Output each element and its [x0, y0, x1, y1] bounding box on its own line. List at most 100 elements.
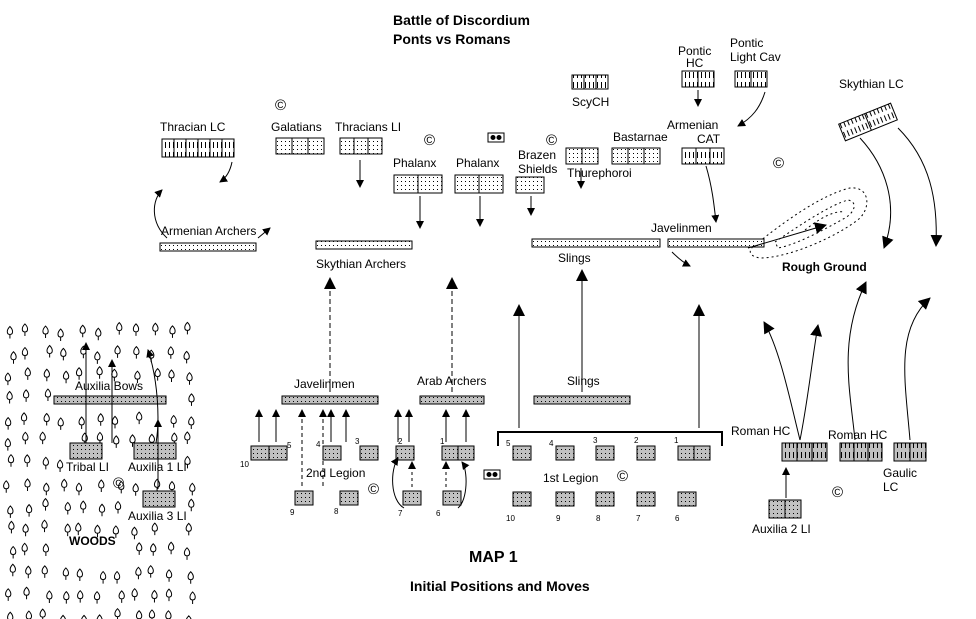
title-line-2: Ponts vs Romans: [393, 31, 511, 47]
label-auxilia-bows: Auxilia Bows: [75, 379, 144, 393]
label-first-legion: 1st Legion: [543, 471, 599, 485]
unit-armenian-cat: [681, 147, 725, 165]
cohort-number: 8: [334, 507, 339, 516]
label-skythian-lc: Skythian LC: [839, 77, 904, 91]
general-marker: ©: [368, 481, 380, 498]
label-roman-slings: Slings: [567, 374, 600, 388]
unit-tribal-li: [69, 442, 103, 460]
tree-icon: [113, 435, 120, 448]
label-shields: Shields: [518, 162, 558, 176]
tree-icon: [93, 590, 101, 604]
tree-icon: [153, 478, 161, 492]
cohort-number: 4: [316, 440, 321, 449]
first-legion-units: [497, 431, 723, 507]
tree-icon: [98, 479, 105, 492]
tree-icon: [43, 368, 50, 382]
general-marker: ©: [617, 468, 629, 485]
tree-icon: [39, 608, 46, 619]
tree-icon: [80, 345, 87, 359]
map-number: MAP 1: [469, 549, 518, 566]
label-thracians-li: Thracians LI: [335, 120, 402, 134]
tree-icon: [165, 569, 173, 582]
tree-icon: [188, 416, 195, 429]
tree-icon: [22, 431, 29, 445]
tree-icon: [7, 453, 15, 467]
tree-icon: [113, 570, 121, 584]
unit-auxilia-bows: [53, 395, 167, 405]
roman-units: [53, 395, 927, 519]
label-brazen: Brazen: [518, 148, 557, 162]
cohort-number: 6: [436, 509, 441, 518]
tree-icon: [10, 351, 17, 364]
tree-icon: [63, 590, 70, 604]
unit-scych: [571, 74, 609, 90]
label-pontic-slings: Slings: [558, 251, 591, 265]
unit-roman-hc-2: [839, 442, 883, 462]
tree-icon: [118, 590, 125, 603]
cohort-number: 2: [398, 437, 403, 446]
general-marker: ©: [546, 132, 558, 149]
camp-icons: [483, 132, 505, 480]
unit-roman-javelinmen: [281, 395, 379, 405]
tree-icon: [3, 480, 10, 493]
tree-icon: [81, 614, 87, 619]
tree-icon: [154, 367, 161, 381]
tree-icon: [78, 416, 85, 429]
label-armenian-archers: Armenian Archers: [161, 224, 257, 238]
tree-icon: [183, 350, 190, 364]
cohort-number: 9: [290, 508, 295, 517]
cohort-number: 10: [240, 460, 249, 469]
unit-pontic-hc: [681, 70, 715, 88]
label-thracian-lc: Thracian LC: [160, 120, 226, 134]
label-roman-javelinmen: Javelinmen: [294, 377, 355, 391]
tree-icon: [64, 523, 71, 537]
pontic-units: [159, 70, 898, 252]
unit-roman-hc-1: [781, 442, 828, 462]
label-galatians: Galatians: [271, 120, 322, 134]
cohort-number: 1: [674, 436, 679, 445]
cohort-number: 7: [398, 509, 403, 518]
label-roman-hc-2: Roman HC: [828, 428, 888, 442]
unit-roman-slings: [533, 395, 631, 405]
general-marker: ©: [424, 132, 436, 149]
label-gaulic: Gaulic: [883, 466, 918, 480]
tree-icon: [62, 370, 70, 384]
unit-brazen-shields: [515, 176, 545, 194]
tree-icon: [136, 542, 143, 555]
tree-icon: [64, 501, 71, 515]
tree-icon: [150, 543, 157, 556]
unit-thurephoroi: [565, 147, 599, 165]
tree-icon: [62, 567, 69, 580]
tree-icon: [39, 431, 46, 445]
unit-arab-archers: [419, 395, 485, 405]
tree-icon: [20, 412, 28, 425]
tree-icon: [133, 345, 140, 359]
tree-icon: [132, 483, 139, 496]
tree-icon: [21, 323, 29, 336]
tree-icon: [189, 482, 196, 496]
tree-icon: [165, 588, 173, 602]
tree-icon: [94, 524, 101, 538]
tree-icon: [135, 610, 143, 619]
tree-icon: [114, 500, 122, 514]
label-pontic-javelinmen: Javelinmen: [651, 221, 712, 235]
unit-thracian-lc: [161, 138, 235, 158]
tree-icon: [98, 503, 106, 517]
label-phalanx-2: Phalanx: [456, 156, 500, 170]
label-pontic-hc-1: Pontic: [678, 44, 712, 58]
tree-icon: [129, 434, 136, 447]
unit-pontic-javelinmen: [667, 238, 765, 248]
tree-icon: [165, 610, 172, 619]
tree-icon: [135, 566, 142, 580]
tree-icon: [183, 547, 191, 560]
cohort-number: 9: [556, 514, 561, 523]
tree-icon: [41, 565, 48, 578]
tree-icon: [184, 321, 191, 335]
tree-icon: [25, 610, 33, 619]
label-bastarnae: Bastarnae: [613, 130, 668, 144]
tree-icon: [167, 541, 175, 555]
cohort-number: 5: [506, 439, 511, 448]
tree-icon: [116, 321, 123, 335]
